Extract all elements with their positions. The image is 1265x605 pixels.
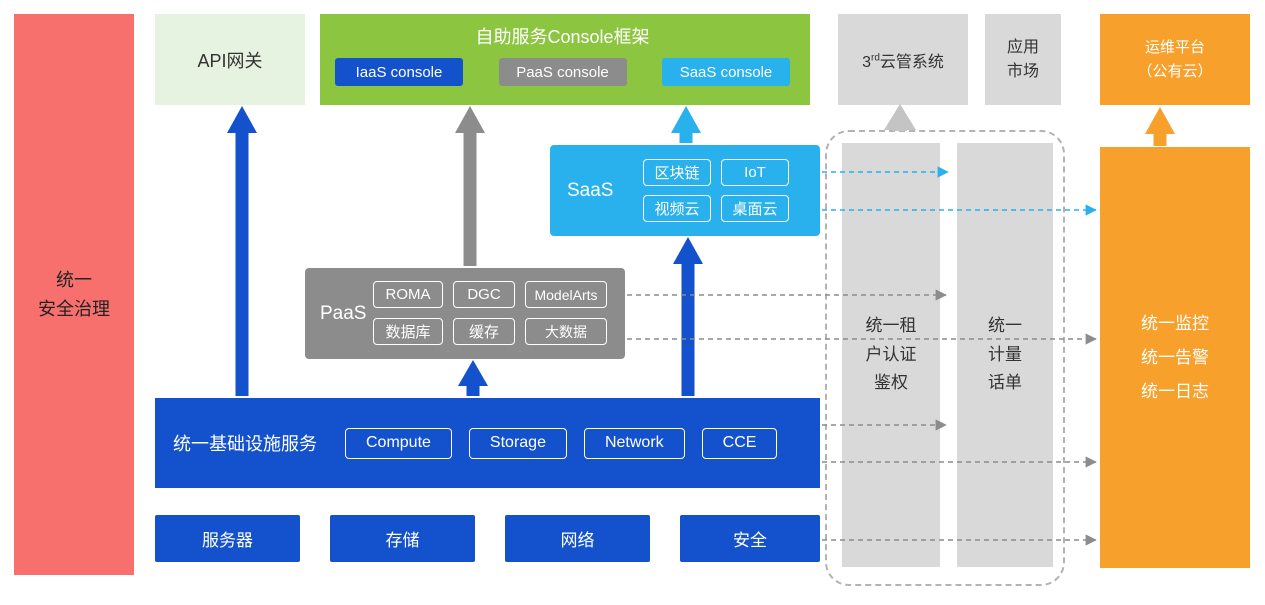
app-market-label: 应用 市场: [1006, 38, 1039, 80]
iaas-console-chip: IaaS console: [335, 58, 463, 86]
api-gateway-box: API网关: [155, 14, 305, 105]
monitoring-alert-log-bar: 统一监控 统一告警 统一日志: [1100, 147, 1250, 568]
metering-billing-bar: 统一 计量 话单: [957, 143, 1053, 567]
infra-chip-storage: Storage: [468, 427, 567, 459]
paas-console-chip: PaaS console: [498, 58, 627, 86]
arrow-to-third-party-cloud-mgmt: [884, 104, 916, 131]
app-market-box: 应用 市场: [985, 14, 1061, 105]
paas-layer-label: PaaS: [320, 302, 367, 324]
paas-chip-database: 数据库: [373, 318, 443, 345]
api-gateway-label: API网关: [197, 50, 263, 71]
hardware-box-storage: 存储: [330, 515, 475, 562]
paas-chip-cache: 缓存: [453, 318, 515, 345]
metering-billing-label: 统一 计量 话单: [988, 315, 1022, 393]
saas-chip-video-cloud: 视频云: [643, 195, 711, 222]
saas-console-chip: SaaS console: [662, 58, 790, 86]
hardware-box-server: 服务器: [155, 515, 300, 562]
om-platform-label: 运维平台 （公有云）: [1137, 39, 1213, 80]
saas-chip-blockchain: 区块链: [643, 159, 711, 186]
arrow-infra-to-api-gateway: [227, 106, 257, 396]
console-row: IaaS console PaaS console SaaS console: [335, 58, 790, 86]
paas-layer-box: PaaS ROMA DGC ModelArts 数据库 缓存 大数据: [305, 268, 625, 359]
third-party-cloud-mgmt-label: 3rd云管系统: [862, 52, 944, 71]
hardware-box-security: 安全: [680, 515, 820, 562]
security-governance-bar: 统一 安全治理: [14, 14, 134, 575]
console-framework-title: 自助服务Console框架: [475, 27, 650, 47]
arrow-saas-to-console: [671, 106, 701, 143]
saas-chip-grid: 区块链 IoT 视频云 桌面云: [643, 159, 789, 222]
arrow-infra-to-paas: [458, 360, 488, 396]
infrastructure-label: 统一基础设施服务: [173, 434, 317, 454]
paas-chip-modelarts: ModelArts: [525, 281, 607, 308]
saas-chip-desktop-cloud: 桌面云: [721, 195, 789, 222]
saas-layer-label: SaaS: [567, 179, 614, 201]
tenant-auth-bar: 统一租 户认证 鉴权: [842, 143, 940, 567]
paas-chip-grid: ROMA DGC ModelArts 数据库 缓存 大数据: [373, 281, 607, 345]
arrow-monitor-to-om-platform: [1145, 107, 1175, 146]
console-framework-box: 自助服务Console框架 IaaS console PaaS console …: [320, 14, 810, 105]
paas-chip-dgc: DGC: [453, 281, 515, 308]
infra-chip-network: Network: [583, 427, 685, 459]
arrow-infra-to-saas: [673, 237, 703, 396]
paas-chip-roma: ROMA: [373, 281, 443, 308]
arrow-paas-to-console: [455, 106, 485, 266]
saas-layer-box: SaaS 区块链 IoT 视频云 桌面云: [550, 145, 820, 236]
infra-chip-compute: Compute: [345, 427, 452, 459]
om-platform-box: 运维平台 （公有云）: [1100, 14, 1250, 105]
infra-chip-cce: CCE: [701, 427, 778, 459]
third-party-cloud-mgmt-box: 3rd云管系统: [838, 14, 968, 105]
security-governance-label: 统一 安全治理: [38, 269, 110, 319]
infrastructure-layer-box: 统一基础设施服务 Compute Storage Network CCE: [155, 398, 820, 488]
monitoring-alert-log-label: 统一监控 统一告警 统一日志: [1141, 313, 1209, 401]
hardware-box-network: 网络: [505, 515, 650, 562]
saas-chip-iot: IoT: [721, 159, 789, 186]
common-services-dashed-container: [825, 130, 1065, 586]
tenant-auth-label: 统一租 户认证 鉴权: [865, 315, 917, 393]
paas-chip-bigdata: 大数据: [525, 318, 607, 345]
